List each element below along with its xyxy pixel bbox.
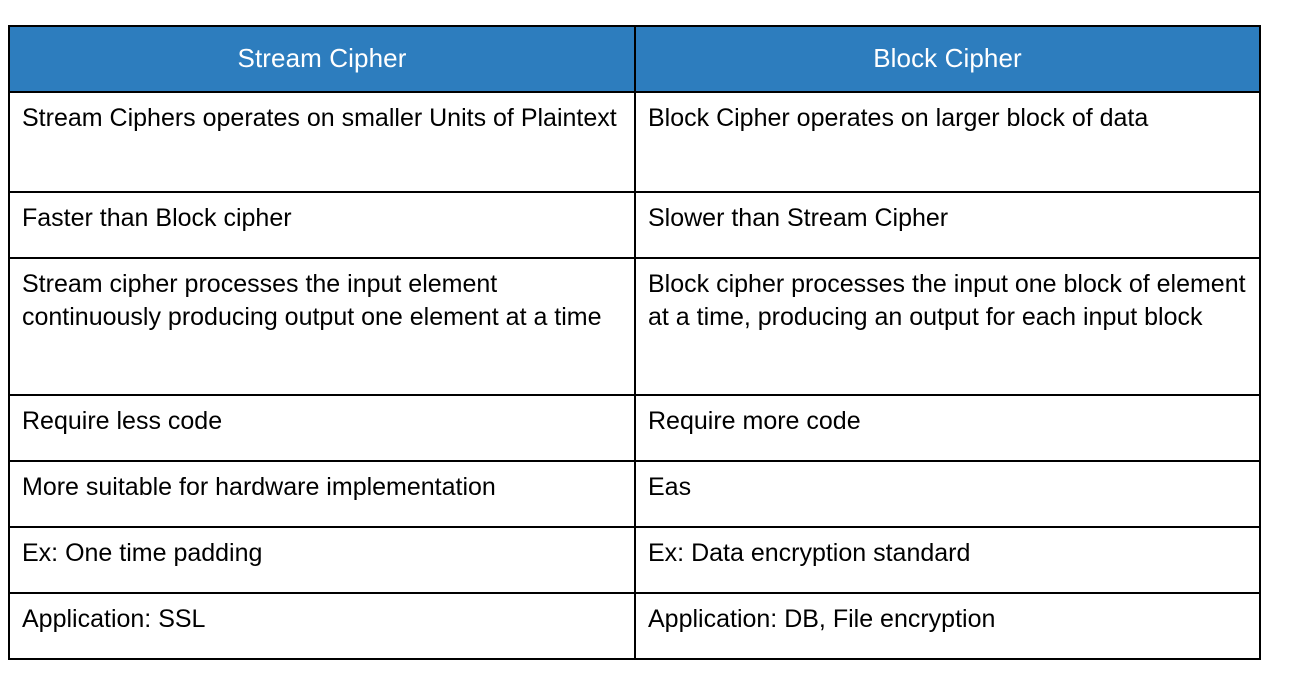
cell-block-cipher: Require more code	[634, 394, 1261, 463]
cell-stream-cipher: Require less code	[8, 394, 636, 463]
cell-stream-cipher: Faster than Block cipher	[8, 191, 636, 260]
cell-stream-cipher: More suitable for hardware implementatio…	[8, 460, 636, 529]
cell-block-cipher: Block Cipher operates on larger block of…	[634, 91, 1261, 194]
cell-block-cipher: Application: DB, File encryption	[634, 592, 1261, 661]
table-header-row: Stream Cipher Block Cipher	[8, 24, 1261, 94]
column-header-stream-cipher: Stream Cipher	[8, 24, 636, 94]
table-row: Faster than Block cipher Slower than Str…	[8, 191, 1261, 260]
table-header: Stream Cipher Block Cipher	[8, 24, 1261, 94]
table-row: Stream cipher processes the input elemen…	[8, 257, 1261, 397]
table-row: Stream Ciphers operates on smaller Units…	[8, 91, 1261, 194]
table-row: Ex: One time padding Ex: Data encryption…	[8, 526, 1261, 595]
table-row: Application: SSL Application: DB, File e…	[8, 592, 1261, 661]
column-header-block-cipher: Block Cipher	[634, 24, 1261, 94]
cell-stream-cipher: Application: SSL	[8, 592, 636, 661]
table-body: Stream Ciphers operates on smaller Units…	[8, 91, 1261, 661]
cipher-comparison-table: Stream Cipher Block Cipher Stream Cipher…	[8, 24, 1261, 661]
cell-block-cipher: Block cipher processes the input one blo…	[634, 257, 1261, 397]
cell-block-cipher: Ex: Data encryption standard	[634, 526, 1261, 595]
table-row: Require less code Require more code	[8, 394, 1261, 463]
cell-block-cipher: Slower than Stream Cipher	[634, 191, 1261, 260]
cell-stream-cipher: Stream Ciphers operates on smaller Units…	[8, 91, 636, 194]
table-row: More suitable for hardware implementatio…	[8, 460, 1261, 529]
cell-block-cipher: Eas	[634, 460, 1261, 529]
cell-stream-cipher: Stream cipher processes the input elemen…	[8, 257, 636, 397]
cell-stream-cipher: Ex: One time padding	[8, 526, 636, 595]
